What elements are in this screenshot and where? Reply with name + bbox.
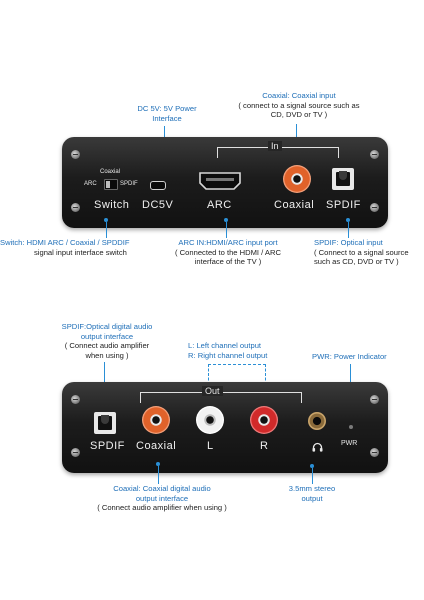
stereo-output-note: 3.5mm stereo output [288,484,336,503]
coaxial-input-label: Coaxial [274,199,315,211]
dc5v-note: DC 5V: 5V Power Interface [137,104,197,123]
switch-label: Switch [94,199,130,211]
dc5v-port[interactable] [150,181,166,190]
switch-coaxial-label: Coaxial [100,169,121,175]
stereo-3-5mm-jack[interactable] [308,412,326,430]
right-channel-jack[interactable] [250,406,278,434]
arc-label: ARC [207,199,232,211]
dc5v-label: DC5V [142,199,174,211]
spdif-input-jack[interactable] [332,168,354,190]
arc-input-note: ARC IN:HDMI/ARC input port ( Connected t… [175,238,281,267]
headphone-icon [312,439,323,452]
coaxial-input-note: Coaxial: Coaxial input ( connect to a si… [238,91,360,120]
spdif-output-label: SPDIF [90,440,125,452]
out-label: Out [202,386,223,396]
coaxial-output-jack[interactable] [142,406,170,434]
left-channel-jack[interactable] [196,406,224,434]
hdmi-arc-port[interactable] [199,172,241,190]
coaxial-input-jack[interactable] [283,165,311,193]
spdif-output-jack[interactable] [94,412,116,434]
switch-arc-label: ARC [84,181,97,187]
spdif-input-label: SPDIF [326,199,361,211]
coaxial-output-label: Coaxial [136,440,177,452]
in-label: In [268,141,282,151]
left-channel-label: L [207,440,214,452]
converter-input-panel: In Coaxial ARC SPDIF Switch DC5V ARC Coa… [62,137,388,228]
spdif-input-note: SPDIF: Optical input ( Connect to a sign… [314,238,409,267]
right-channel-label: R [260,440,269,452]
coaxial-output-note: Coaxial: Coaxial digital audio output in… [97,484,227,513]
lr-output-note: L: Left channel output R: Right channel … [188,341,268,360]
converter-output-panel: Out SPDIF Coaxial L R PWR [62,382,388,473]
input-switch[interactable] [104,179,118,190]
power-indicator-led [349,425,353,429]
switch-spdif-label: SPDIF [120,181,138,187]
switch-note: Switch: HDMI ARC / Coaxial / SPDDIF sign… [0,238,130,257]
spdif-output-note: SPDIF:Optical digital audio output inter… [61,322,153,360]
pwr-label: PWR [341,440,358,447]
pwr-note: PWR: Power Indicator [312,352,387,361]
